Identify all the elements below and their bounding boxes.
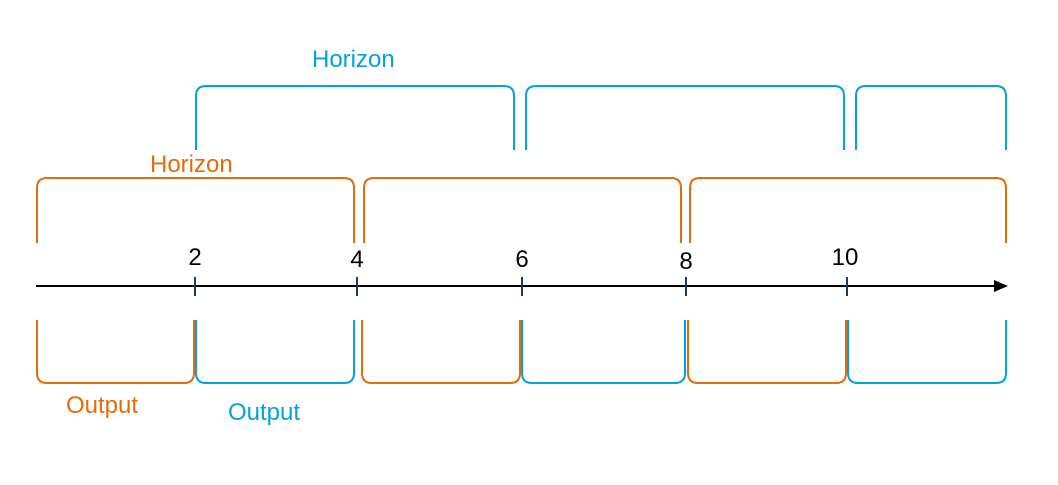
tick-label: 10 (831, 244, 859, 271)
tick-label: 4 (350, 246, 364, 273)
ticks-layer (194, 277, 848, 296)
horizon-label-blue: Horizon (312, 46, 395, 73)
output-label-orange: Output (66, 392, 139, 419)
output-bracket-blue (847, 320, 1007, 384)
horizon-bracket-orange (36, 177, 355, 243)
tick-label: 6 (515, 246, 529, 273)
horizon-bracket-blue (855, 85, 1007, 150)
output-bracket-blue (521, 320, 686, 384)
output-bracket-orange (687, 320, 847, 384)
axis-arrowhead (994, 280, 1008, 292)
output-bracket-orange (36, 320, 195, 384)
horizon-bracket-orange (363, 177, 682, 243)
horizon-bracket-blue (195, 85, 515, 150)
brackets-layer (36, 85, 1007, 384)
output-label-blue: Output (228, 399, 301, 426)
horizon-bracket-blue (525, 85, 845, 150)
output-bracket-blue (195, 320, 355, 384)
output-bracket-orange (361, 320, 521, 384)
tick-label: 8 (679, 248, 693, 275)
horizon-label-orange: Horizon (150, 151, 233, 178)
tick-label: 2 (188, 244, 202, 271)
horizon-bracket-orange (689, 177, 1007, 243)
